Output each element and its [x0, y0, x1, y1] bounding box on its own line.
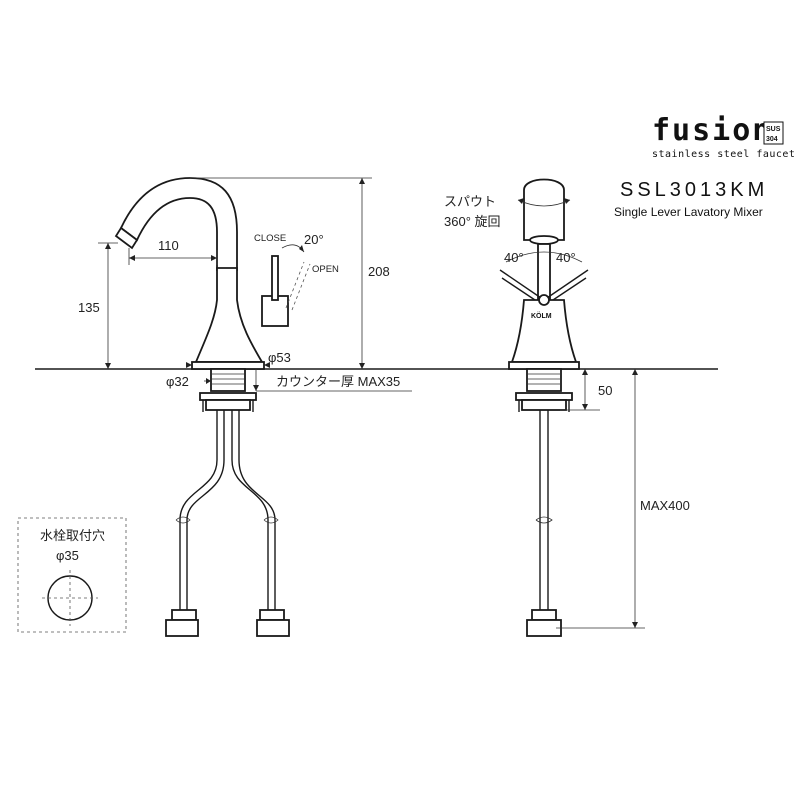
base-flange — [191, 361, 265, 370]
open-label: OPEN — [312, 264, 339, 275]
hose-fitting-right — [259, 609, 285, 621]
lever-block — [261, 295, 289, 327]
dim-shank-length: 50 — [598, 383, 612, 398]
close-label: CLOSE — [254, 233, 286, 244]
dim-base-diameter: φ53 — [268, 350, 291, 365]
angle-right-label: 40° — [556, 250, 576, 265]
brand-name: fusion — [652, 113, 772, 148]
faucet-body — [194, 267, 264, 363]
lever-handle — [271, 255, 279, 301]
dim-shank-diameter: φ32 — [166, 374, 189, 389]
lever-range-left — [499, 269, 545, 301]
mount-nut — [199, 392, 257, 401]
front-mount-nut — [515, 392, 573, 401]
spout-rotation-label-1: スパウト — [444, 194, 496, 209]
spout-front — [523, 178, 565, 241]
spout-aerator — [529, 235, 559, 245]
mount-hole-frame — [17, 517, 127, 633]
model-number: SSL3013KM — [620, 179, 768, 201]
front-hose-fitting — [526, 619, 562, 637]
kolm-logo: KÖLM — [531, 311, 552, 320]
lever-angle-label: 20° — [304, 232, 324, 247]
mount-hole-diameter: φ35 — [56, 548, 79, 563]
model-description: Single Lever Lavatory Mixer — [614, 205, 763, 219]
spout-rotation-label-2: 360° 旋回 — [444, 214, 501, 229]
lever-open-outline — [285, 261, 305, 309]
angle-left-label: 40° — [504, 250, 524, 265]
mount-hole-box: 水栓取付穴 φ35 — [17, 517, 127, 633]
sus-badge — [763, 121, 784, 145]
front-view: KÖLM スパウト 360° 旋回 40° 40° 50 MAX400 — [444, 178, 690, 637]
side-view: 110 135 208 CLOSE 20° OPEN φ53 φ32 カウンター… — [78, 177, 412, 637]
spout-gooseneck — [119, 177, 238, 271]
brand-tagline: stainless steel faucet — [652, 149, 795, 160]
lever-range-right — [543, 269, 589, 301]
front-shank — [526, 368, 562, 392]
svg-text:304: 304 — [766, 136, 778, 143]
shank — [210, 368, 246, 392]
dim-spout-height: 135 — [78, 300, 100, 315]
hose-right — [231, 410, 269, 610]
title-block: fusion SUS 304 stainless steel faucet SS… — [614, 113, 795, 219]
hose-left — [179, 410, 218, 610]
dim-total-height: 208 — [368, 264, 390, 279]
front-body — [510, 299, 578, 363]
hose-fitting-left — [171, 609, 197, 621]
svg-text:SUS: SUS — [766, 126, 781, 133]
mount-hole-label: 水栓取付穴 — [40, 528, 105, 543]
dim-hose-length: MAX400 — [640, 498, 690, 513]
dim-spout-reach: 110 — [158, 238, 179, 253]
dim-counter-thickness: カウンター厚 MAX35 — [276, 374, 400, 389]
spout-tip — [114, 226, 139, 250]
